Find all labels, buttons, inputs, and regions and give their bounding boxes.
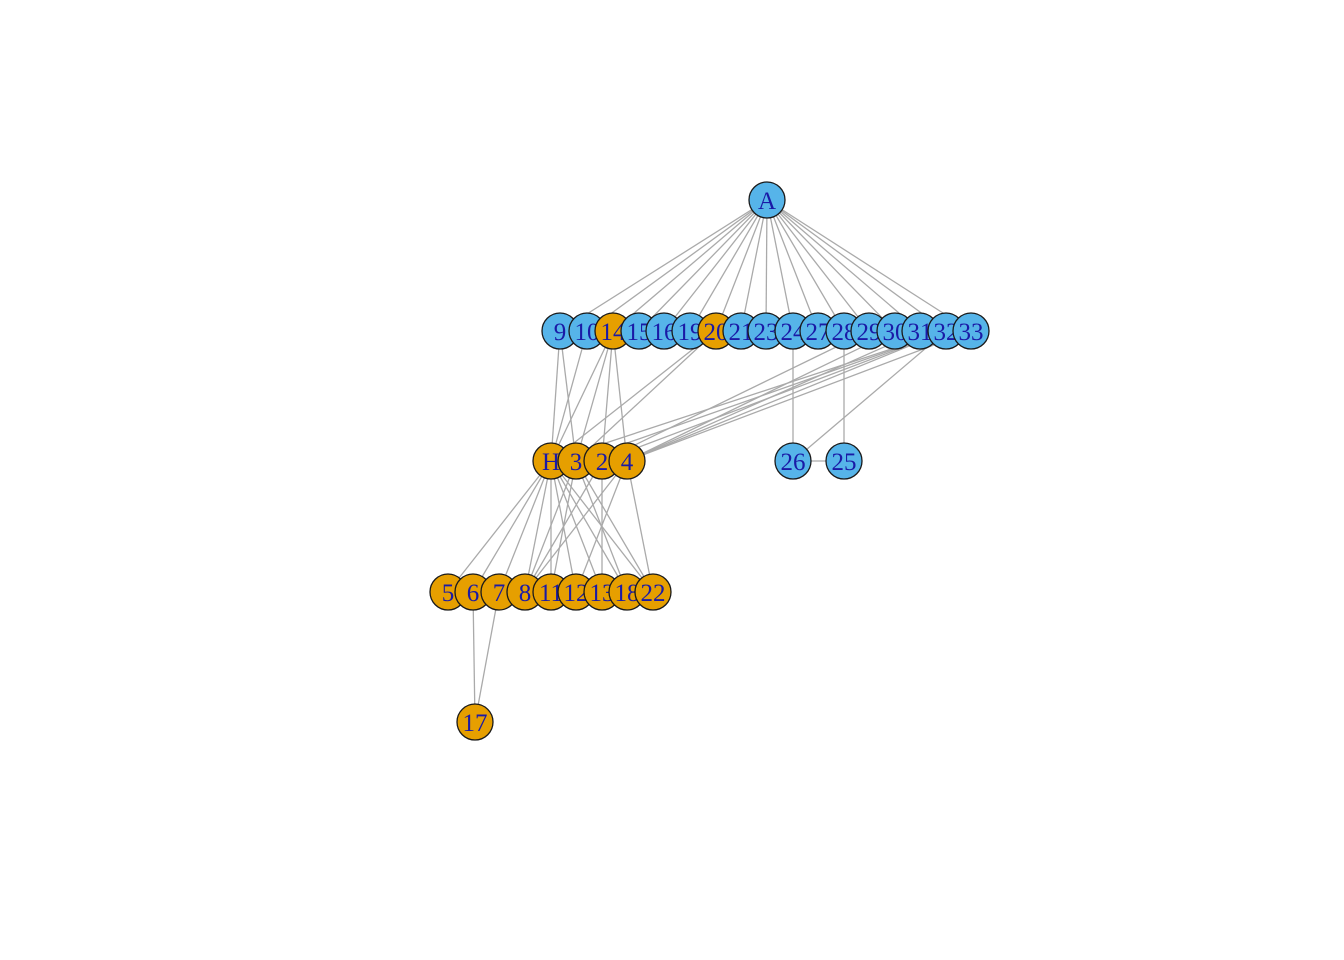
node-label: 25 bbox=[832, 449, 857, 476]
node-label: A bbox=[758, 188, 776, 215]
edge-A-31 bbox=[766, 199, 921, 332]
edge-33-4 bbox=[626, 330, 972, 462]
node-10: 10 bbox=[568, 312, 606, 350]
node-circle bbox=[825, 442, 863, 480]
node-label: 17 bbox=[463, 710, 488, 737]
node-19: 19 bbox=[671, 312, 709, 350]
node-label: 3 bbox=[570, 449, 583, 476]
node-33: 33 bbox=[952, 312, 990, 350]
edge-30-4 bbox=[626, 330, 896, 462]
node-8: 8 bbox=[506, 573, 544, 611]
node-label: 22 bbox=[641, 580, 666, 607]
node-22: 22 bbox=[634, 573, 672, 611]
node-25: 25 bbox=[825, 442, 863, 480]
node-label: H bbox=[542, 449, 560, 476]
edge-32-4 bbox=[626, 330, 947, 462]
edge-A-29 bbox=[766, 199, 870, 332]
edge-6-17 bbox=[472, 591, 476, 723]
edge-H-7 bbox=[498, 460, 552, 593]
edge-A-30 bbox=[766, 199, 896, 332]
edge-29-2 bbox=[601, 330, 870, 462]
edge-20-H bbox=[550, 330, 717, 462]
edge-A-10 bbox=[586, 199, 768, 332]
edge-H-18 bbox=[550, 460, 628, 593]
edge-A-33 bbox=[766, 199, 972, 332]
edge-A-32 bbox=[766, 199, 947, 332]
node-label: 8 bbox=[519, 580, 532, 607]
edge-31-4 bbox=[626, 330, 921, 462]
edge-9-H bbox=[550, 330, 561, 462]
edge-A-28 bbox=[766, 199, 845, 332]
node-label: 4 bbox=[621, 449, 634, 476]
edge-7-17 bbox=[474, 591, 500, 723]
node-label: 26 bbox=[781, 449, 806, 476]
edge-4-22 bbox=[626, 460, 654, 593]
edge-H-8 bbox=[524, 460, 552, 593]
node-label: 7 bbox=[493, 580, 506, 607]
edge-A-15 bbox=[638, 199, 768, 332]
node-label: 5 bbox=[442, 580, 455, 607]
edge-20-3 bbox=[575, 330, 717, 462]
node-4: 4 bbox=[608, 442, 646, 480]
node-3: 3 bbox=[557, 442, 595, 480]
node-label: 9 bbox=[554, 319, 567, 346]
node-circle bbox=[952, 312, 990, 350]
edge-H-5 bbox=[447, 460, 552, 593]
edge-32-26 bbox=[792, 330, 947, 462]
node-7: 7 bbox=[480, 573, 518, 611]
node-16: 16 bbox=[645, 312, 683, 350]
node-27: 27 bbox=[799, 312, 837, 350]
node-circle bbox=[748, 181, 786, 219]
node-A: A bbox=[748, 181, 786, 219]
node-31: 31 bbox=[901, 312, 939, 350]
edge-9-3 bbox=[559, 330, 577, 462]
node-circle bbox=[608, 442, 646, 480]
node-label: 23 bbox=[754, 319, 779, 346]
edge-A-9 bbox=[559, 199, 768, 332]
node-23: 23 bbox=[747, 312, 785, 350]
edge-14-2 bbox=[601, 330, 614, 462]
node-label: 2 bbox=[596, 449, 609, 476]
edge-4-8 bbox=[524, 460, 628, 593]
node-17: 17 bbox=[456, 703, 494, 741]
node-circle bbox=[634, 573, 672, 611]
node-26: 26 bbox=[774, 442, 812, 480]
edge-A-21 bbox=[740, 199, 768, 332]
node-9: 9 bbox=[541, 312, 579, 350]
edge-14-3 bbox=[575, 330, 614, 462]
edge-H-6 bbox=[472, 460, 552, 593]
edge-A-23 bbox=[765, 199, 768, 332]
edge-A-19 bbox=[689, 199, 768, 332]
edge-A-24 bbox=[766, 199, 794, 332]
node-6: 6 bbox=[454, 573, 492, 611]
edge-14-4 bbox=[612, 330, 628, 462]
edge-2-8 bbox=[524, 460, 603, 593]
node-12: 12 bbox=[557, 573, 595, 611]
node-label: 6 bbox=[467, 580, 480, 607]
edge-3-22 bbox=[575, 460, 654, 593]
edge-14-H bbox=[550, 330, 614, 462]
edge-A-27 bbox=[766, 199, 819, 332]
node-circle bbox=[774, 442, 812, 480]
edge-32-H bbox=[550, 330, 947, 462]
edge-layer bbox=[447, 199, 972, 723]
edge-A-20 bbox=[715, 199, 768, 332]
edge-4-12 bbox=[575, 460, 628, 593]
edge-A-16 bbox=[663, 199, 768, 332]
edge-A-14 bbox=[612, 199, 768, 332]
edge-10-H bbox=[550, 330, 588, 462]
node-label: 33 bbox=[959, 319, 984, 346]
node-circle bbox=[456, 703, 494, 741]
edge-3-8 bbox=[524, 460, 577, 593]
